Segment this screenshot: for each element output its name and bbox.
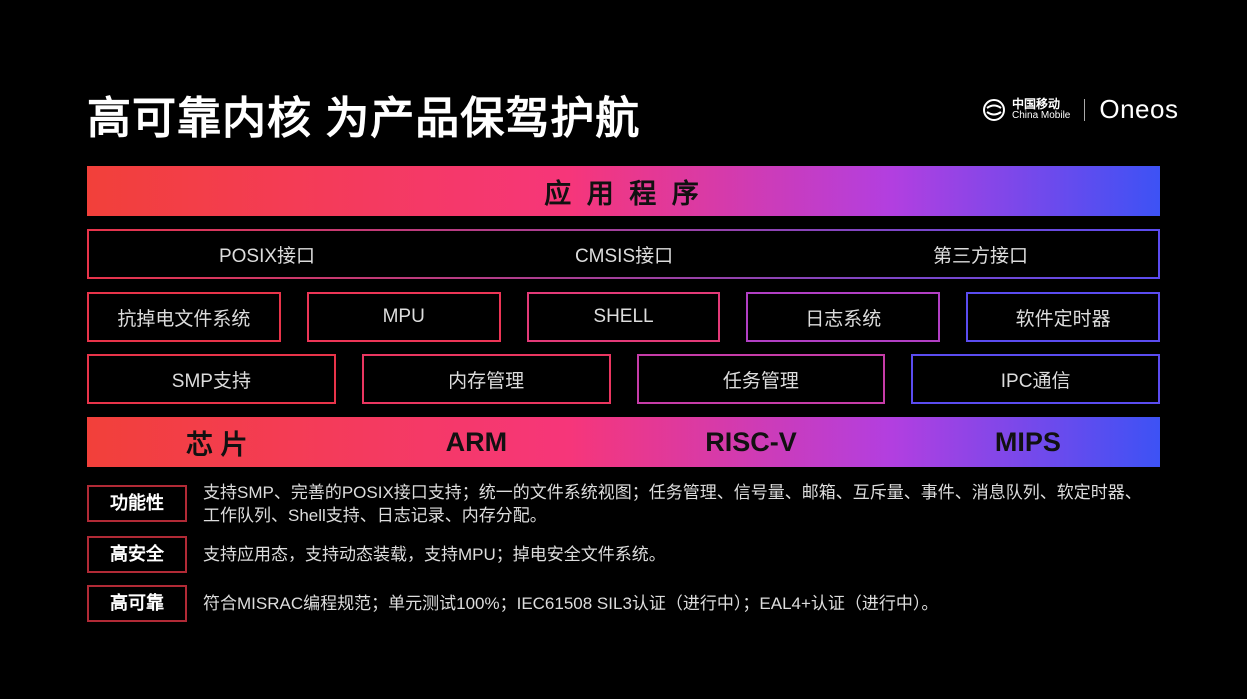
feature-tag: 功能性 bbox=[87, 485, 187, 522]
feature-text: 支持SMP、完善的POSIX接口支持；统一的文件系统视图；任务管理、信号量、邮箱… bbox=[203, 483, 1142, 525]
module-box: 软件定时器 bbox=[966, 292, 1160, 342]
interface-cmsis: CMSIS接口 bbox=[574, 245, 674, 267]
module-box: 抗掉电文件系统 bbox=[87, 292, 281, 342]
chip-arm: ARM bbox=[445, 426, 508, 457]
feature-tag: 高可靠 bbox=[87, 585, 187, 622]
interface-posix: POSIX接口 bbox=[218, 245, 316, 267]
module-box: 内存管理 bbox=[361, 354, 611, 404]
interfaces-box: POSIX接口 CMSIS接口 第三方接口 bbox=[87, 229, 1160, 279]
page-title: 高可靠内核 为产品保驾护航 bbox=[87, 94, 641, 143]
interface-third-party: 第三方接口 bbox=[933, 245, 1029, 267]
china-mobile-logo-icon bbox=[983, 98, 1005, 121]
feature-row: 高可靠 符合MISRAC编程规范；单元测试100%；IEC61508 SIL3认… bbox=[87, 585, 938, 622]
chip-riscv: RISC-V bbox=[705, 426, 797, 457]
logo-en: China Mobile bbox=[1012, 109, 1071, 121]
logo-cn: 中国移动 bbox=[1012, 96, 1061, 111]
logo-brand: Oneos bbox=[1099, 94, 1179, 124]
interfaces-row: POSIX接口 CMSIS接口 第三方接口 bbox=[87, 229, 1160, 279]
feature-tag: 高安全 bbox=[87, 536, 187, 573]
feature-row: 高安全 支持应用态，支持动态装载，支持MPU；掉电安全文件系统。 bbox=[87, 536, 666, 573]
chip-mips: MIPS bbox=[994, 426, 1061, 457]
chip-label: 芯 片 bbox=[186, 429, 248, 460]
chip-bar: 芯 片 ARM RISC-V MIPS bbox=[87, 417, 1160, 467]
application-bar: 应 用 程 序 bbox=[87, 166, 1160, 216]
module-box: 日志系统 bbox=[746, 292, 941, 342]
module-box: 任务管理 bbox=[636, 354, 886, 404]
module-box: SHELL bbox=[526, 292, 721, 342]
module-box: SMP支持 bbox=[87, 354, 336, 404]
logo-divider bbox=[1084, 98, 1086, 121]
module-box: MPU bbox=[306, 292, 501, 342]
module-box: IPC通信 bbox=[911, 354, 1160, 404]
feature-text: 支持应用态，支持动态装载，支持MPU；掉电安全文件系统。 bbox=[203, 545, 666, 564]
feature-text: 符合MISRAC编程规范；单元测试100%；IEC61508 SIL3认证（进行… bbox=[203, 594, 939, 613]
feature-row: 功能性 支持SMP、完善的POSIX接口支持；统一的文件系统视图；任务管理、信号… bbox=[87, 483, 1153, 527]
